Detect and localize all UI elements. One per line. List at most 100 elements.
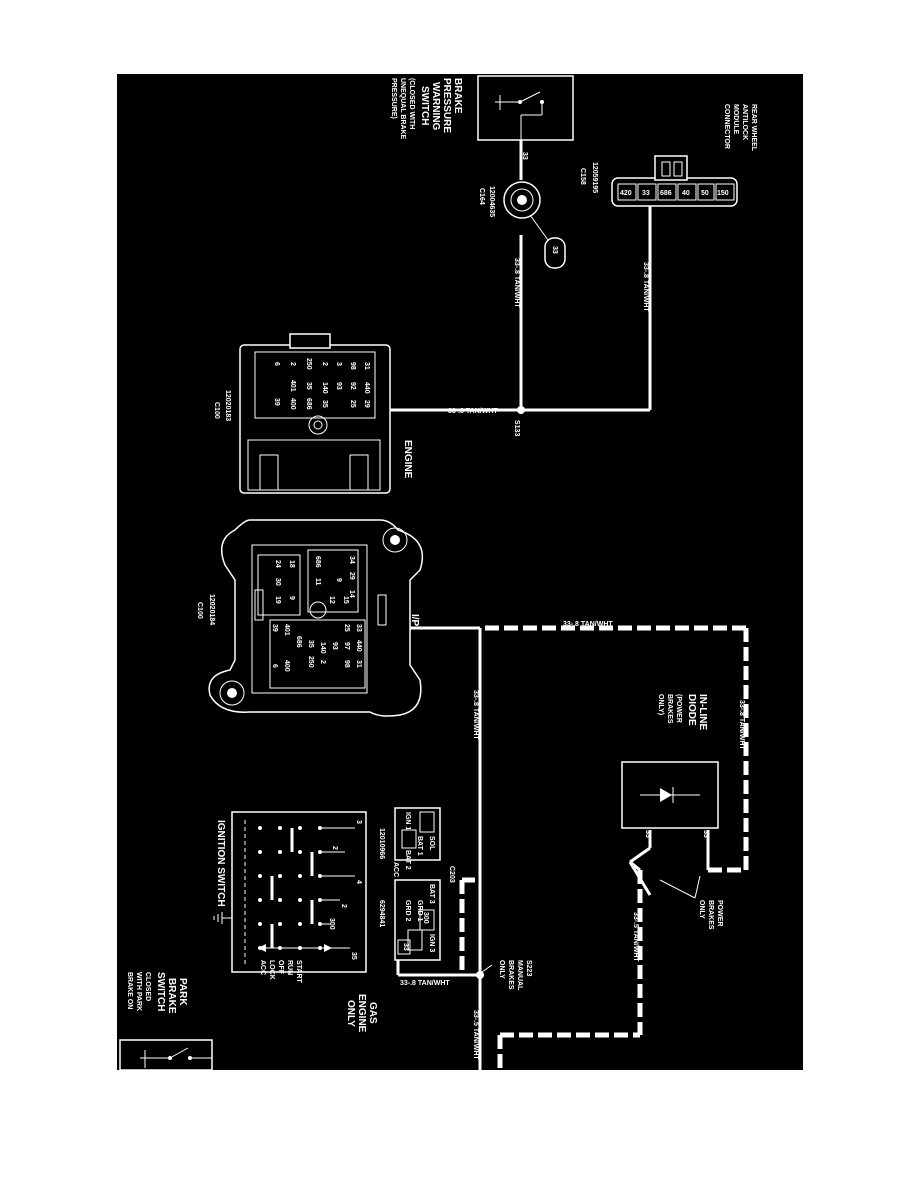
engine-pin: 35 <box>305 382 312 390</box>
ip-pin: 24 <box>274 560 281 568</box>
brake-switch-title-4: SWITCH <box>419 86 430 125</box>
c203-a-term: IGN 1 <box>404 812 411 830</box>
brake-switch-title-2: PRESSURE <box>441 78 452 133</box>
c164-part: 12004635 <box>488 186 495 217</box>
ign-terminal: 2 <box>340 904 347 908</box>
ign-terminal: 35 <box>350 952 357 960</box>
ign-pos: START <box>295 960 302 984</box>
ip-pin: 25 <box>343 624 350 632</box>
gas-engine-only: GAS ENGINE ONLY <box>345 994 378 1033</box>
brake-switch-title-1: BRAKE <box>452 78 463 114</box>
ip-pin: 9 <box>335 578 342 582</box>
module-title-1: REAR WHEEL <box>750 104 757 152</box>
diode-title-2: DIODE <box>686 694 697 726</box>
park-brake-note-3: BRAKE ON <box>126 972 133 1009</box>
ip-block-a: 18 24 30 19 9 <box>257 554 301 616</box>
ip-pin: 401 <box>283 624 290 636</box>
ip-pin: 15 <box>342 596 349 604</box>
s223-note-2: BRAKES <box>507 960 514 990</box>
wire-label-engine: 33-.8 TAN/WHT <box>448 408 498 415</box>
power-brakes-3: ONLY <box>698 900 705 919</box>
engine-connector-name: C100 <box>213 402 220 419</box>
c203-a-term: BAT 2 <box>404 850 411 870</box>
c203-name: C203 <box>448 866 455 883</box>
s223-label: S223 <box>525 960 532 976</box>
module-title-2: ANTILOCK <box>741 104 748 140</box>
splice-s133-label: S133 <box>513 420 520 436</box>
engine-pin-grid: 31 440 29 98 92 25 3 93 2 140 35 250 35 … <box>273 358 370 410</box>
module-pin: 150 <box>717 190 729 197</box>
gas-engine-1: GAS <box>367 1002 378 1024</box>
brake-switch-note-3: PRESSURE) <box>390 78 397 119</box>
engine-pin: 440 <box>363 382 370 394</box>
engine-pin: 39 <box>273 398 280 406</box>
gas-engine-2: ENGINE <box>356 994 367 1033</box>
engine-pin: 31 <box>363 362 370 370</box>
diode-pin-right: 33 <box>702 830 709 838</box>
ip-pin: 11 <box>314 578 321 586</box>
s223-note-1: MANUAL <box>516 960 523 991</box>
ign-pos: LOCK <box>268 960 275 980</box>
splice-s133-dot <box>517 406 525 414</box>
engine-pin: 250 <box>305 358 312 370</box>
ign-pos: OFF <box>277 960 284 975</box>
engine-pin: 686 <box>305 398 312 410</box>
engine-pin: 6 <box>273 362 280 366</box>
engine-label: ENGINE <box>402 440 413 479</box>
ip-pin: 39 <box>271 624 278 632</box>
ip-pin: 35 <box>307 640 314 648</box>
engine-pin: 140 <box>321 382 328 394</box>
c203-b-term: BAT 3 <box>428 884 435 904</box>
engine-pin: 25 <box>349 400 356 408</box>
c203: SOL BAT 1 IGN 1 BAT 2 ACC 12010966 BAT 3… <box>378 807 455 961</box>
diode-title-4: BRAKES <box>666 694 673 724</box>
engine-pin: 2 <box>321 362 328 366</box>
c203-b-term: 300 <box>422 912 429 924</box>
module-connector: C158 <box>579 168 586 185</box>
module-pin: 33 <box>642 190 650 197</box>
rear-wheel-module: 420 33 686 40 50 150 12059195 C158 REAR … <box>579 104 757 240</box>
ip-pin: 93 <box>331 642 338 650</box>
c203-b-term: 33 <box>402 943 409 951</box>
ign-terminal: 4 <box>355 880 362 884</box>
ign-pos: RUN <box>286 960 293 975</box>
ip-pin: 12 <box>328 596 335 604</box>
module-pins: 420 33 686 40 50 150 <box>617 183 735 201</box>
ip-pin: 14 <box>348 590 355 598</box>
brake-pressure-switch: 33 BRAKE PRESSURE WARNING SWITCH (CLOSED… <box>390 75 574 160</box>
c203-a-term: SOL <box>428 836 435 851</box>
module-pin: 50 <box>701 190 709 197</box>
wire-label-05: 33-.5 TAN/WHT <box>632 912 639 962</box>
ip-pin: 250 <box>307 656 314 668</box>
ip-connector: 18 24 30 19 9 34 29 14 9 12 15 686 11 33… <box>196 519 424 717</box>
park-brake-note-1: CLOSED <box>144 972 151 1001</box>
power-brakes-1: POWER <box>716 900 723 926</box>
brake-switch-note-1: (CLOSED WITH <box>408 78 415 129</box>
inline-diode: 33 33 IN-LINE DIODE (POWER BRAKES ONLY) <box>621 694 719 838</box>
park-brake-note-2: WITH PARK <box>135 972 142 1011</box>
engine-pin: 93 <box>335 382 342 390</box>
c203-b-part: 6294841 <box>378 900 385 927</box>
brake-switch-title-3: WARNING <box>430 82 441 131</box>
engine-connector: 31 440 29 98 92 25 3 93 2 140 35 250 35 … <box>213 333 413 494</box>
ip-pin: 34 <box>348 556 355 564</box>
engine-part: 12020183 <box>224 390 231 421</box>
engine-pin: 29 <box>363 400 370 408</box>
park-brake-switch: PARK BRAKE SWITCH CLOSED WITH PARK BRAKE… <box>119 972 213 1071</box>
ip-pin: 9 <box>288 596 295 600</box>
ign-terminal: 300 <box>328 918 335 930</box>
c203-b-term: GRD 1 <box>416 900 423 922</box>
brake-switch-pin: 33 <box>521 152 528 160</box>
wire-label-ignition: 33-.8 TAN/WHT <box>400 980 450 987</box>
ignition-switch: 3 2 4 2 300 35 IGNITION SWITCH START RUN… <box>213 811 367 984</box>
engine-pin: 401 <box>289 380 296 392</box>
ign-terminal: 3 <box>355 820 362 824</box>
ip-pin: 140 <box>319 642 326 654</box>
ign-pos: ACC <box>259 960 266 975</box>
park-brake-title-2: BRAKE <box>166 978 177 1014</box>
diode-title-1: IN-LINE <box>697 694 708 730</box>
engine-pin: 98 <box>349 362 356 370</box>
ip-connector-name: C100 <box>196 602 203 619</box>
engine-pin: 2 <box>289 362 296 366</box>
